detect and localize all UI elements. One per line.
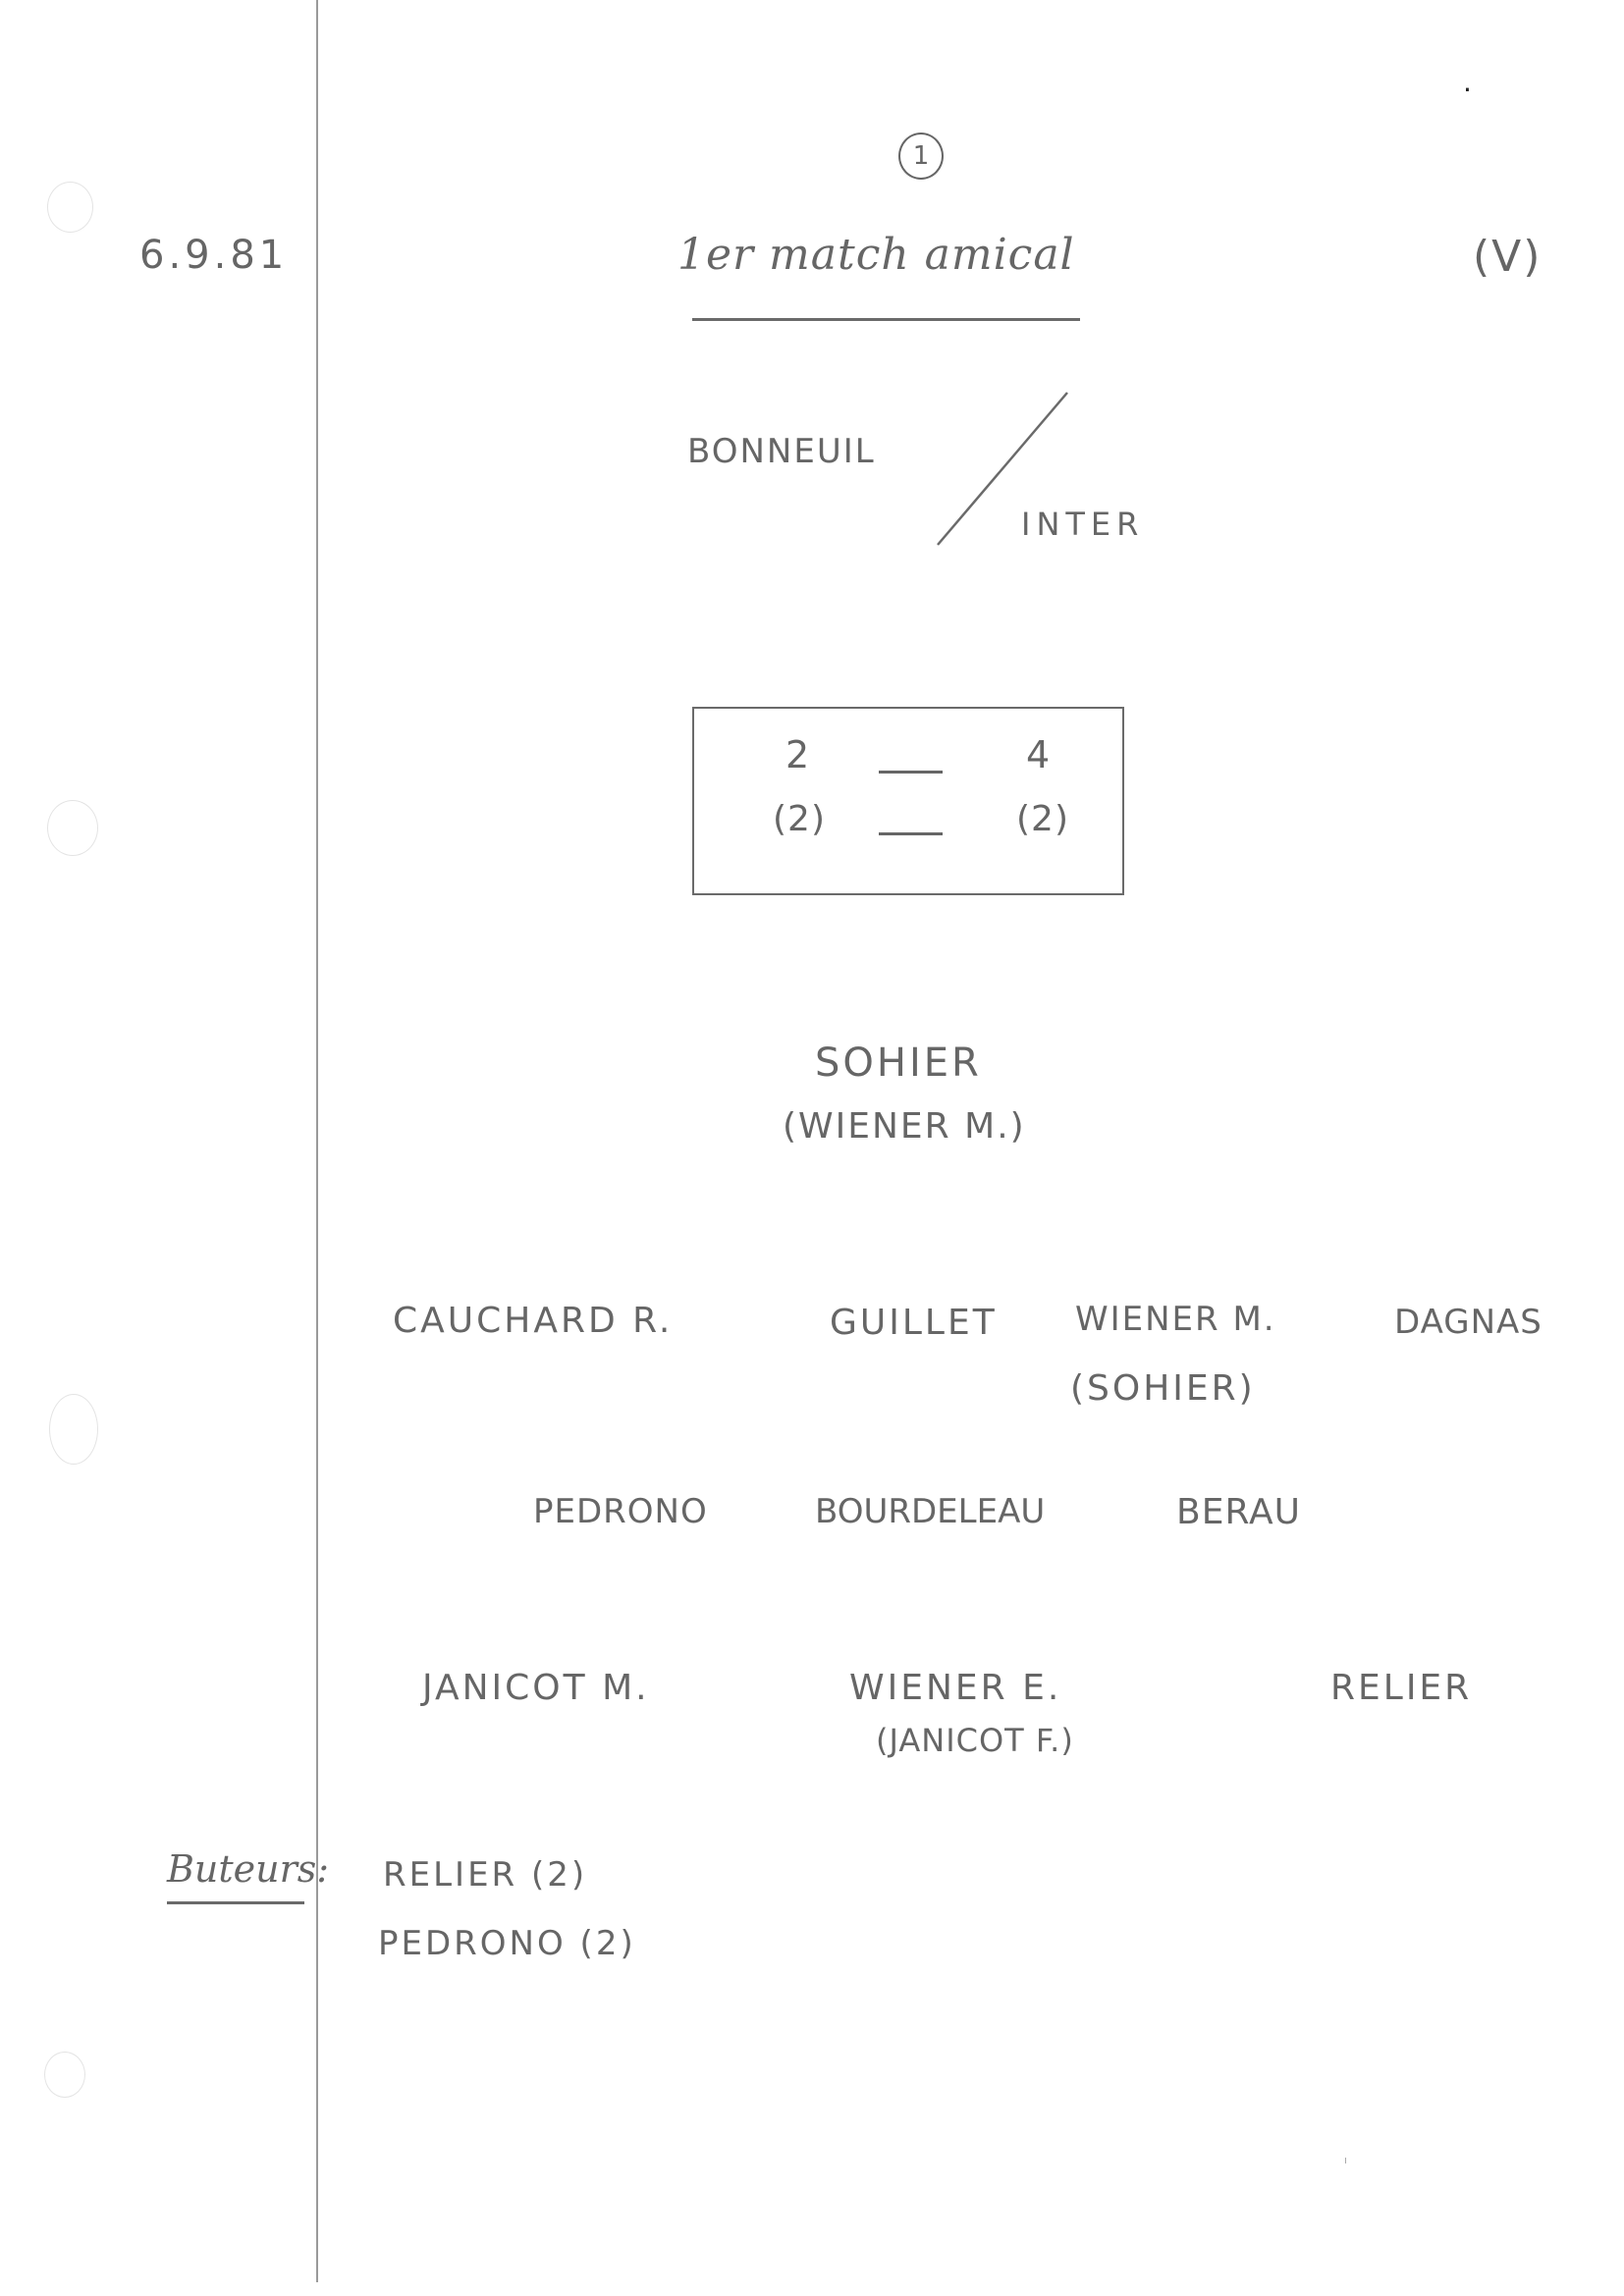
halftime-score-dash [879,832,943,835]
page-number: 1 [912,141,930,171]
punch-hole-bottom [44,2052,85,2098]
home-team: BONNEUIL [687,432,876,471]
scorers-label: Buteurs: [167,1847,330,1891]
defender-name: CAUCHARD R. [393,1301,674,1341]
forward-name: JANICOT M. [422,1668,650,1708]
final-score-home: 2 [785,733,813,776]
final-score-dash [879,771,943,774]
away-team: INTER [1021,506,1145,543]
match-title: 1er match amical [677,230,1075,280]
defender-name: GUILLET [830,1303,998,1343]
punch-hole-upper [47,800,98,856]
punch-hole-top [47,182,93,233]
page-number-badge: 1 [898,133,944,180]
scorer-item: PEDRONO (2) [378,1924,636,1963]
corner-dot: . [1463,66,1475,98]
goalkeeper-sub: (WIENER M.) [783,1106,1026,1147]
margin-line [316,0,318,2282]
midfielder-name: BOURDELEAU [815,1492,1046,1531]
stray-mark [1345,2158,1346,2163]
halftime-score-home: (2) [773,799,826,839]
forward-name: RELIER [1330,1668,1473,1708]
score-box: 2 4 (2) (2) [692,707,1124,895]
scorers-label-underline [167,1901,304,1904]
forward-sub: (JANICOT F.) [876,1722,1074,1759]
title-underline [692,318,1080,321]
scorer-item: RELIER (2) [383,1855,588,1895]
final-score-away: 4 [1026,733,1054,776]
halftime-score-away: (2) [1016,799,1069,839]
team-separator-slash [937,392,1068,546]
goalkeeper-name: SOHIER [815,1041,982,1086]
match-date: 6.9.81 [139,233,289,278]
defender-name: WIENER M. [1075,1300,1276,1339]
defender-name: DAGNAS [1394,1303,1543,1342]
midfielder-name: PEDRONO [533,1492,708,1531]
punch-hole-lower [49,1394,98,1465]
forward-name: WIENER E. [849,1668,1062,1708]
defender-sub: (SOHIER) [1070,1368,1256,1409]
venue-mark: (V) [1473,232,1543,282]
midfielder-name: BERAU [1176,1492,1301,1532]
